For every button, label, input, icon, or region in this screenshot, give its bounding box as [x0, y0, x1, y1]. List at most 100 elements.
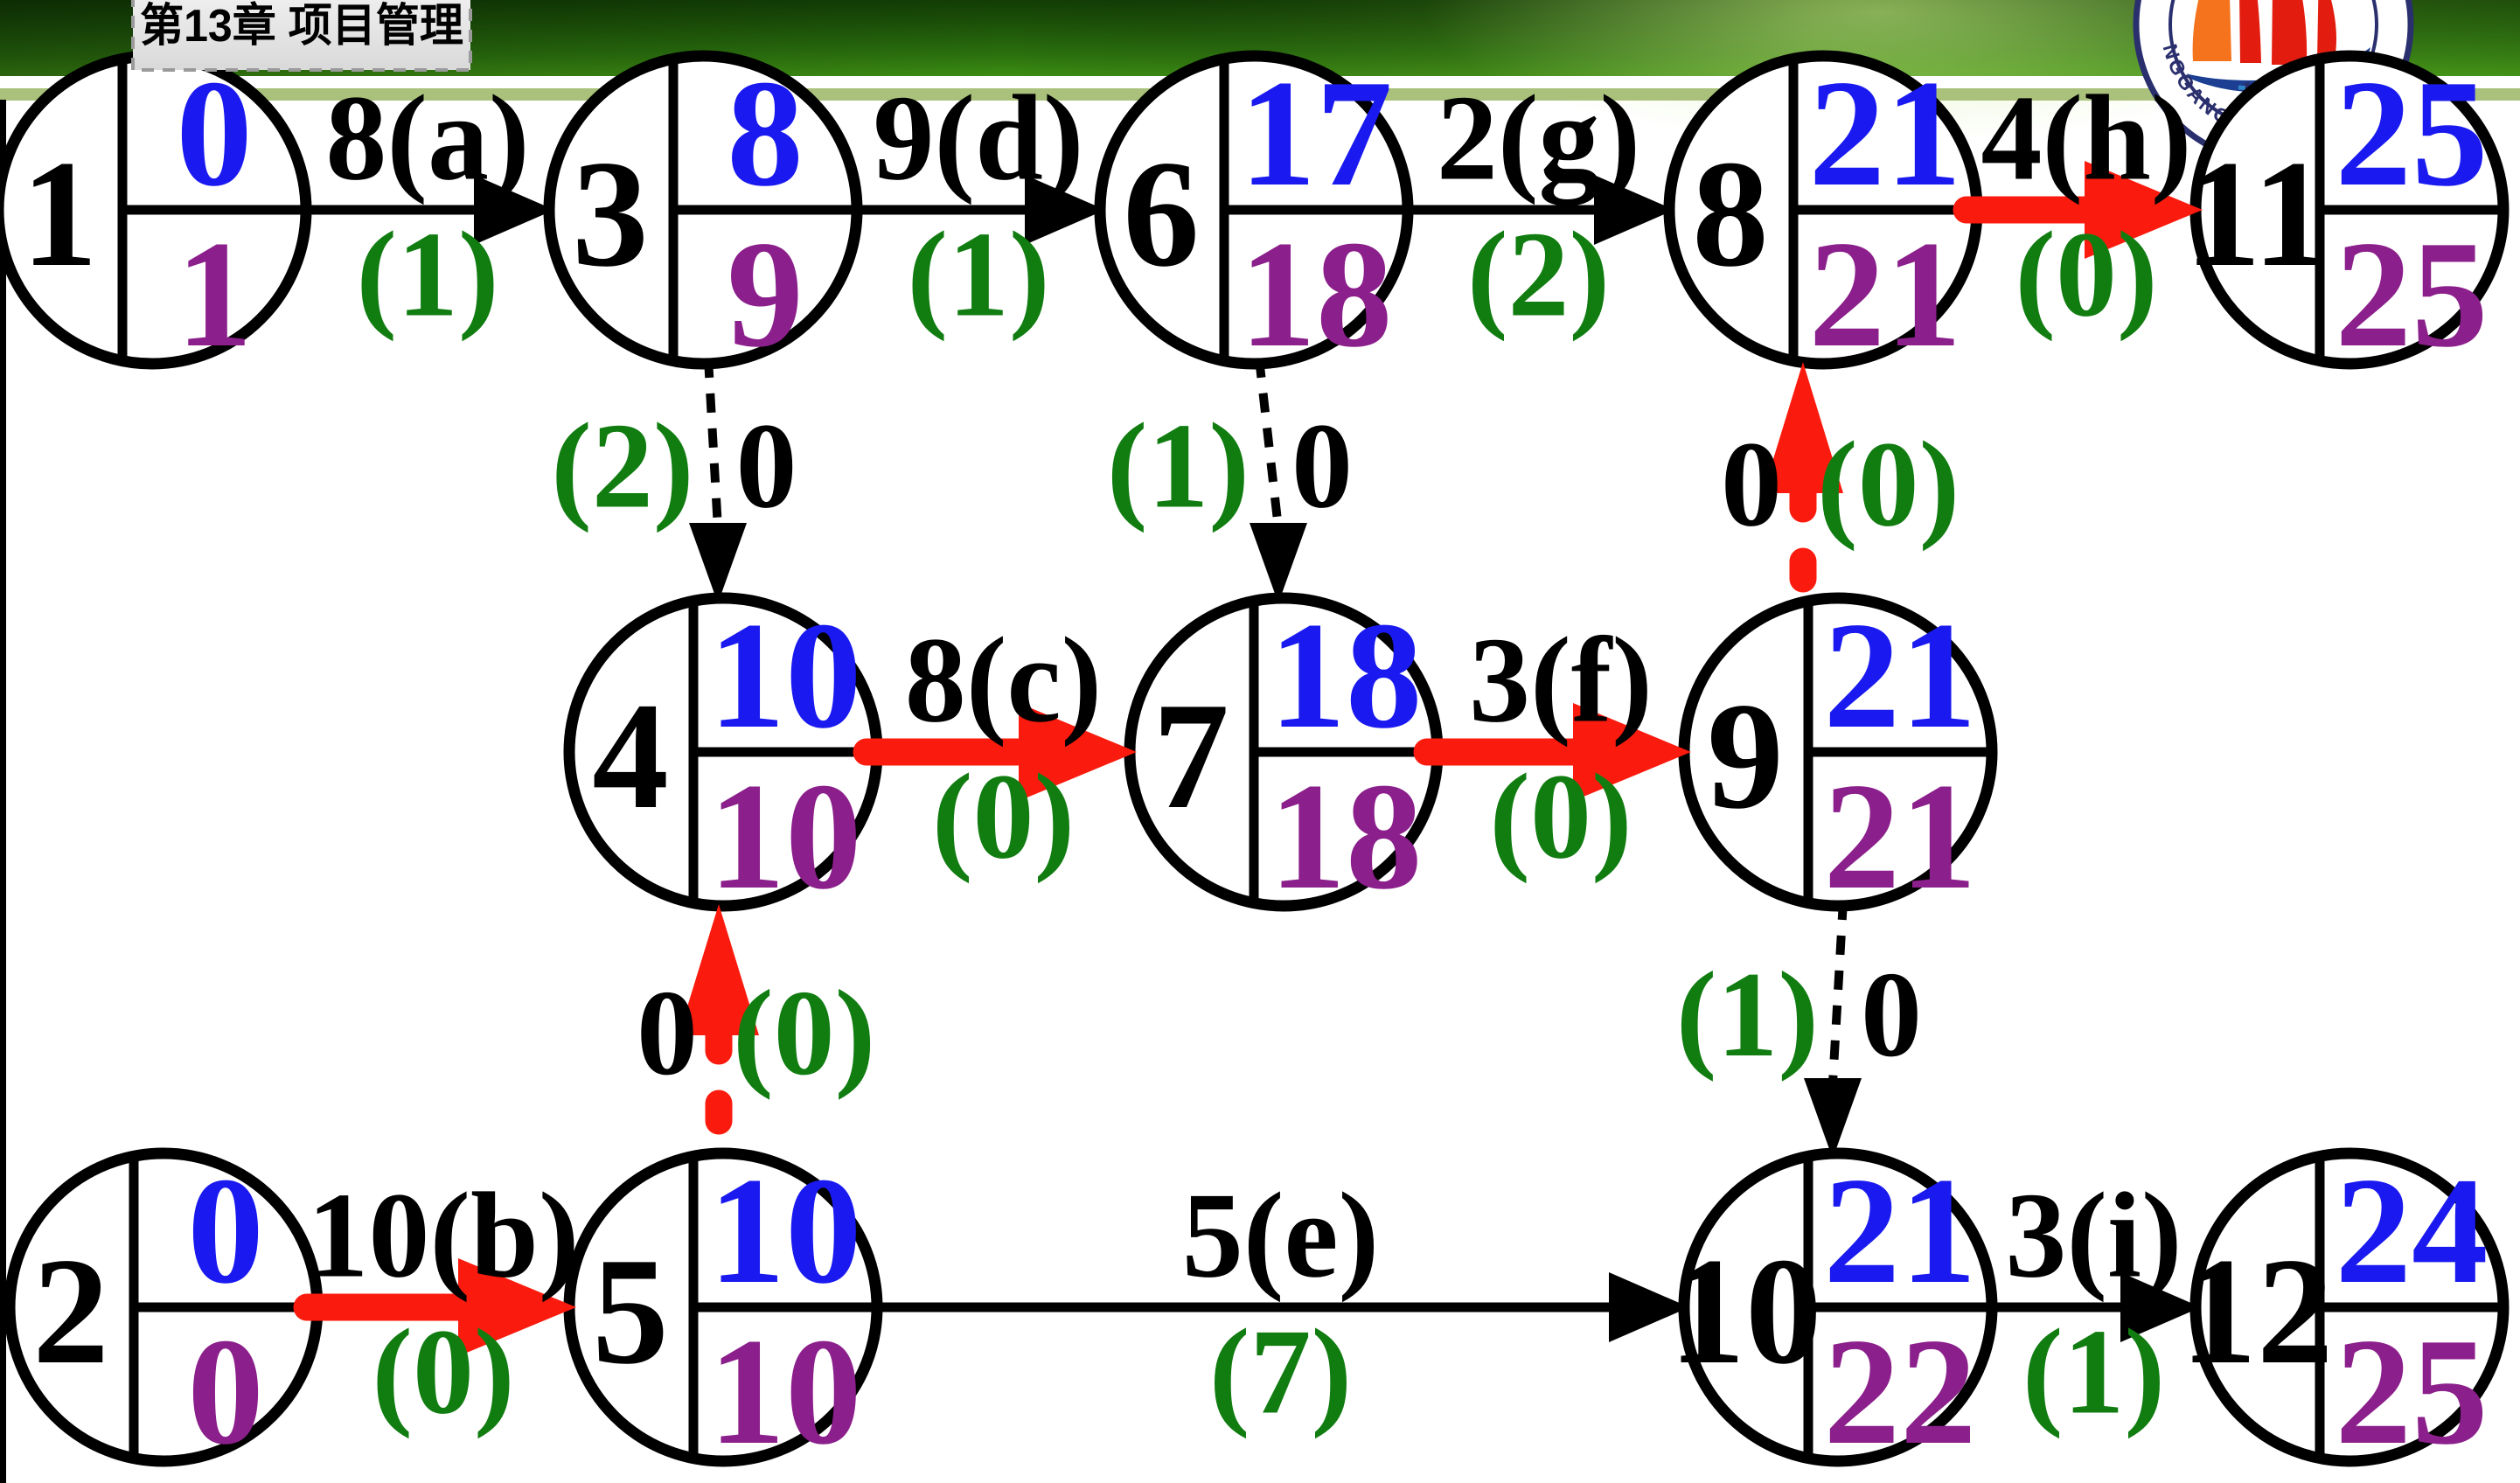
- edge-slack-label: (7): [1209, 1305, 1352, 1440]
- node-number: 1: [21, 129, 98, 298]
- node-number: 7: [1152, 671, 1229, 840]
- arrowhead-icon: [2085, 161, 2203, 259]
- edge-3-4: (2) 0: [551, 358, 797, 603]
- arrowhead-icon: [679, 904, 759, 1035]
- node-early-value: 10: [709, 590, 862, 760]
- edge-duration-label: 0: [736, 399, 797, 534]
- node-late-value: 18: [1240, 209, 1393, 379]
- edge-slack-label: (0): [372, 1305, 514, 1440]
- node-early-value: 0: [176, 48, 253, 218]
- node-number: 12: [2181, 1226, 2334, 1396]
- node-late-value: 10: [709, 1306, 862, 1476]
- edge-duration-label: 0: [637, 965, 698, 1101]
- node-number: 9: [1707, 671, 1784, 840]
- arrowhead-icon: [1250, 523, 1307, 603]
- edge-7-9: 3(f)(0): [1413, 613, 1691, 885]
- node-early-value: 25: [2336, 48, 2489, 218]
- edge-slack-label: (1): [907, 207, 1049, 343]
- node-late-value: 1: [176, 209, 253, 379]
- edge-4-7: 8(c)(0): [853, 613, 1137, 885]
- arrowhead-icon: [2120, 1272, 2201, 1342]
- node-number: 4: [592, 671, 669, 840]
- arrowhead-icon: [474, 175, 554, 245]
- arrowhead-icon: [689, 523, 747, 603]
- edge-slack-label: (2): [1467, 207, 1610, 343]
- edge-duration-label: 8(a): [325, 71, 529, 206]
- edge-3-6: 9(d)(1): [857, 71, 1105, 343]
- node-number: 8: [1692, 129, 1769, 298]
- edge-slack-label: (0): [1817, 417, 1960, 553]
- arrowhead-icon: [1594, 175, 1674, 245]
- node-number: 10: [1669, 1226, 1822, 1396]
- edge-slack-label: (1): [2022, 1305, 2165, 1440]
- edge-10-12: 3(i)(1): [1992, 1168, 2201, 1440]
- title-box-frame: [131, 0, 472, 72]
- node-early-value: 8: [727, 48, 804, 218]
- node-number: 2: [32, 1226, 109, 1396]
- edge-duration-label: 3(i): [2005, 1168, 2182, 1304]
- edge-slack-label: (0): [932, 749, 1075, 885]
- title-box: 第13章 项目管理: [131, 0, 472, 72]
- edge-duration-label: 10(b): [307, 1168, 579, 1304]
- arrowhead-icon: [1763, 362, 1843, 493]
- node-early-value: 18: [1270, 590, 1423, 760]
- arrowhead-icon: [458, 1258, 576, 1356]
- edge-slack-label: (0): [733, 965, 875, 1101]
- node-early-value: 10: [709, 1145, 862, 1315]
- edge-line-dashed: [704, 358, 722, 529]
- edge-2-5: 10(b)(0): [293, 1168, 580, 1440]
- edge-slack-label: (1): [1676, 947, 1819, 1083]
- node-late-value: 21: [1809, 209, 1962, 379]
- node-number: 6: [1123, 129, 1200, 298]
- node-early-value: 21: [1824, 590, 1977, 760]
- logo-sail-icon: [2272, 0, 2308, 65]
- node-number: 11: [2184, 129, 2329, 298]
- node-early-value: 24: [2336, 1145, 2489, 1315]
- edge-6-8: 2(g)(2): [1408, 71, 1674, 343]
- edge-5-4: 0 (0): [637, 904, 875, 1176]
- edge-1-3: 8(a)(1): [306, 71, 554, 343]
- node-early-value: 21: [1824, 1145, 1977, 1315]
- edge-slack-label: (0): [2015, 207, 2157, 343]
- slide-left-border: [0, 100, 6, 1483]
- edge-9-10: (1)0: [1676, 900, 1922, 1159]
- logo-sail-icon: [2317, 0, 2336, 61]
- node-number: 5: [592, 1226, 669, 1396]
- edge-duration-label: 3(f): [1469, 613, 1653, 748]
- page-title: 第13章 项目管理: [140, 0, 463, 52]
- node-late-value: 22: [1824, 1306, 1977, 1476]
- node-late-value: 0: [187, 1306, 264, 1476]
- edge-duration-label: 4(h): [1980, 71, 2191, 206]
- arrowhead-icon: [1019, 703, 1137, 801]
- edge-line-dashed: [1828, 900, 1848, 1084]
- node-late-value: 25: [2336, 1306, 2489, 1476]
- edge-5-10: 5(e)(7): [877, 1168, 1689, 1440]
- edge-duration-label: 0: [1291, 399, 1353, 534]
- node-late-value: 25: [2336, 209, 2489, 379]
- edge-6-7: (1)0: [1107, 358, 1353, 603]
- arrowhead-icon: [1804, 1078, 1862, 1159]
- edge-8-11: 4(h)(0): [1953, 71, 2203, 343]
- edge-duration-label: 0: [1721, 417, 1782, 553]
- edge-duration-label: 2(g): [1437, 71, 1640, 206]
- logo-sail-orange-icon: [2192, 0, 2231, 61]
- edge-line-dashed: [1255, 358, 1283, 529]
- edge-duration-label: 5(e): [1182, 1168, 1379, 1304]
- network-edges-layer: 8(a)(1)9(d)(1)2(g)(2)4(h)(0)8(c)(0)3(f)(…: [293, 71, 2203, 1440]
- edge-9-8: 0 (0): [1721, 362, 1960, 621]
- arrowhead-icon: [1609, 1272, 1689, 1342]
- edge-duration-label: 8(c): [905, 613, 1102, 748]
- logo-sail-icon: [2238, 0, 2261, 63]
- arrowhead-icon: [1573, 703, 1691, 801]
- node-late-value: 18: [1270, 751, 1423, 921]
- edge-slack-label: (2): [551, 399, 693, 534]
